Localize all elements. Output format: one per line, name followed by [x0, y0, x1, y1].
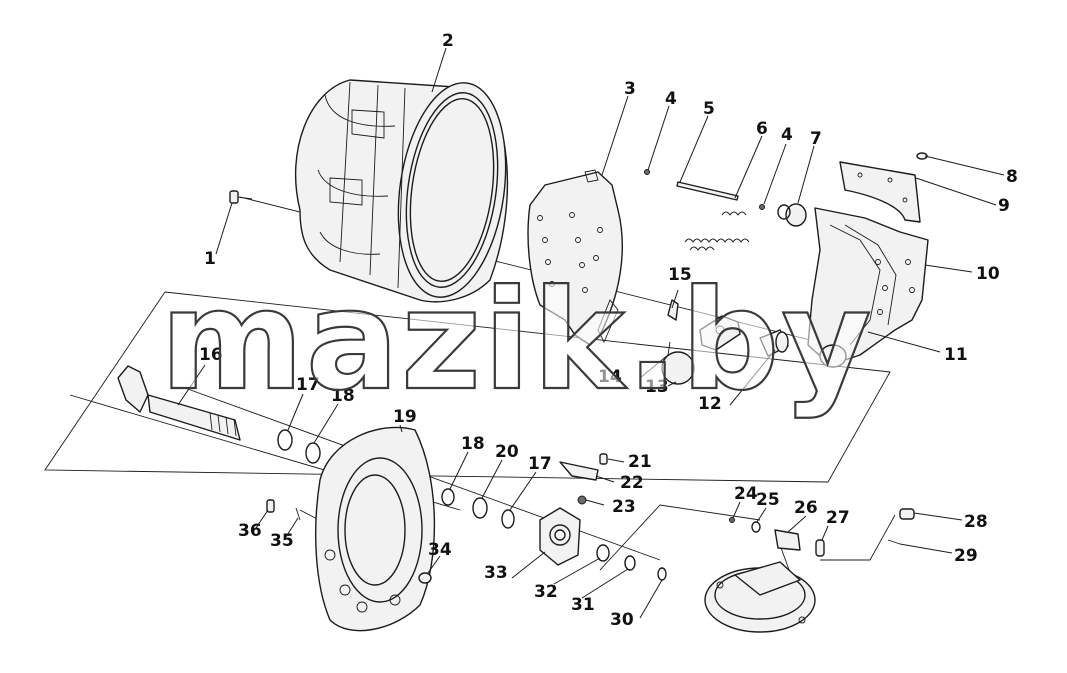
- anchor-pin-rod: [676, 181, 739, 201]
- slack-adjuster: [539, 507, 581, 566]
- callout-label: 5: [703, 99, 715, 119]
- seal-ring: [277, 429, 515, 529]
- callout-label: 10: [976, 264, 1000, 284]
- callout-label: 16: [199, 345, 223, 365]
- callout-label: 4: [665, 89, 677, 109]
- callout-label: 18: [461, 434, 485, 454]
- callout-label: 21: [628, 452, 652, 472]
- brake-shoe-right: [807, 207, 929, 368]
- lock-washer: [295, 507, 301, 521]
- spring-pin: [644, 169, 765, 210]
- callout-label: 31: [571, 595, 595, 615]
- callout-labels: 1 2 3 4 5 6 4 7 8 9 10 11 12 13 14 15 16…: [199, 31, 1018, 630]
- callout-label: 25: [756, 490, 780, 510]
- backing-plate: [315, 426, 436, 632]
- shoe-lining: [839, 161, 921, 223]
- callout-label: 30: [610, 610, 634, 630]
- callout-label: 4: [781, 125, 793, 145]
- watermark-text: mazik.by: [160, 260, 873, 421]
- callout-label: 1: [204, 249, 216, 269]
- callout-label: 3: [624, 79, 636, 99]
- callout-label: 35: [270, 531, 294, 551]
- callout-label: 22: [620, 473, 644, 493]
- callout-label: 34: [428, 540, 452, 560]
- callout-label: 18: [331, 386, 355, 406]
- clevis-pin: [729, 517, 825, 557]
- brake-shoe-left: [527, 169, 623, 346]
- callout-label: 9: [998, 196, 1010, 216]
- callout-label: 28: [964, 512, 988, 532]
- callout-label: 32: [534, 582, 558, 602]
- callout-label: 2: [442, 31, 454, 51]
- adjuster-bracket: [559, 453, 608, 505]
- callout-label: 12: [698, 394, 722, 414]
- callout-label: 6: [756, 119, 768, 139]
- camshaft: [117, 365, 241, 441]
- anchor-plate: [699, 315, 741, 351]
- callout-label: 19: [393, 407, 417, 427]
- callout-label: 14: [598, 367, 622, 387]
- brake-chamber: [704, 561, 816, 633]
- callout-label: 20: [495, 442, 519, 462]
- chamber-fitting: [887, 508, 915, 545]
- anchor-pin: [759, 329, 789, 357]
- ball-joint: [661, 341, 695, 385]
- callout-label: 11: [944, 345, 968, 365]
- callout-label: 26: [794, 498, 818, 518]
- callout-label: 29: [954, 546, 978, 566]
- spring-washer: [667, 299, 679, 321]
- callout-label: 15: [668, 265, 692, 285]
- callout-label: 7: [810, 129, 822, 149]
- backing-plate-plug: [418, 572, 432, 584]
- return-spring: [684, 211, 750, 251]
- backing-plate-bolt: [266, 499, 275, 513]
- callout-label: 8: [1006, 167, 1018, 187]
- callout-label: 13: [645, 377, 669, 397]
- brake-drum: [294, 79, 509, 303]
- callout-label: 27: [826, 508, 850, 528]
- callout-label: 17: [528, 454, 552, 474]
- cam-roller: [777, 203, 807, 227]
- callout-label: 36: [238, 521, 262, 541]
- callout-leader-lines: [177, 47, 1005, 619]
- callout-label: 23: [612, 497, 636, 517]
- callout-label: 33: [484, 563, 508, 583]
- callout-label: 24: [734, 484, 758, 504]
- drum-bolt: [229, 190, 253, 204]
- callout-label: 17: [296, 375, 320, 395]
